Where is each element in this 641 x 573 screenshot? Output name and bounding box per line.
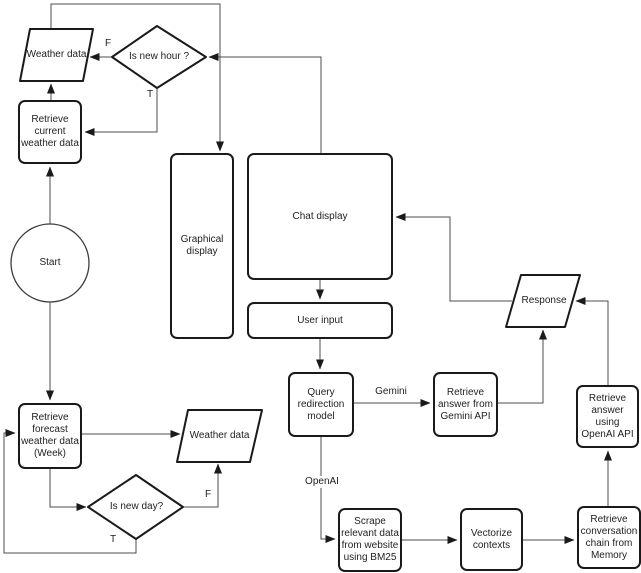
node-chat-display: Chat display <box>247 153 393 280</box>
node-retrieve-current-weather: Retrieve current weather data <box>18 100 82 164</box>
shape-start-circle <box>10 223 90 303</box>
edge-response-to-chat-display <box>395 213 512 302</box>
shape-is-new-hour-diamond <box>111 25 207 89</box>
node-retrieve-answer-gemini-api: Retrieve answer from Gemini API <box>433 372 498 437</box>
branch-label-openai: OpenAI <box>303 476 341 488</box>
edge-retrieve-gemini-to-response <box>498 329 547 404</box>
edge-chat-display-to-is-new-hour <box>208 53 322 153</box>
node-user-input: User input <box>247 302 393 339</box>
node-graphical-display: Graphical display <box>170 153 234 339</box>
branch-label-day-true: T <box>109 534 117 545</box>
node-vectorize-contexts: Vectorize contexts <box>460 508 523 571</box>
edge-query-redirection-to-scrape <box>320 437 336 543</box>
edge-retrieve-openai-to-response <box>575 297 609 385</box>
branch-label-hour-true: T <box>146 89 154 100</box>
node-retrieve-forecast-weather: Retrieve forecast weather data (Week) <box>18 403 82 469</box>
node-scrape-data-bm25: Scrape relevant data from website using … <box>338 508 402 572</box>
edge-is-new-hour-true-to-retrieve-current <box>84 87 158 136</box>
branch-label-gemini: Gemini <box>375 386 407 397</box>
shape-weather-data-top-parallelogram <box>19 28 94 82</box>
node-retrieve-conversation-chain: Retrieve conversation chain from Memory <box>577 506 641 569</box>
shape-weather-data-bottom-parallelogram <box>176 409 263 463</box>
edge-is-new-day-false-to-weather-data-bottom <box>183 463 222 508</box>
edge-is-new-day-true-loop-to-retrieve-forecast <box>3 429 137 554</box>
branch-label-day-false: F <box>204 489 212 500</box>
shape-response-parallelogram <box>505 274 581 328</box>
node-retrieve-answer-openai-api: Retrieve answer using OpenAI API <box>576 385 639 448</box>
edge-weather-top-to-graphical-display <box>50 3 224 152</box>
node-query-redirection-model: Query redirection model <box>288 372 354 437</box>
shape-is-new-day-diamond <box>87 474 184 540</box>
edge-retrieve-forecast-to-is-new-day <box>49 469 87 511</box>
branch-label-hour-false: F <box>104 38 112 49</box>
